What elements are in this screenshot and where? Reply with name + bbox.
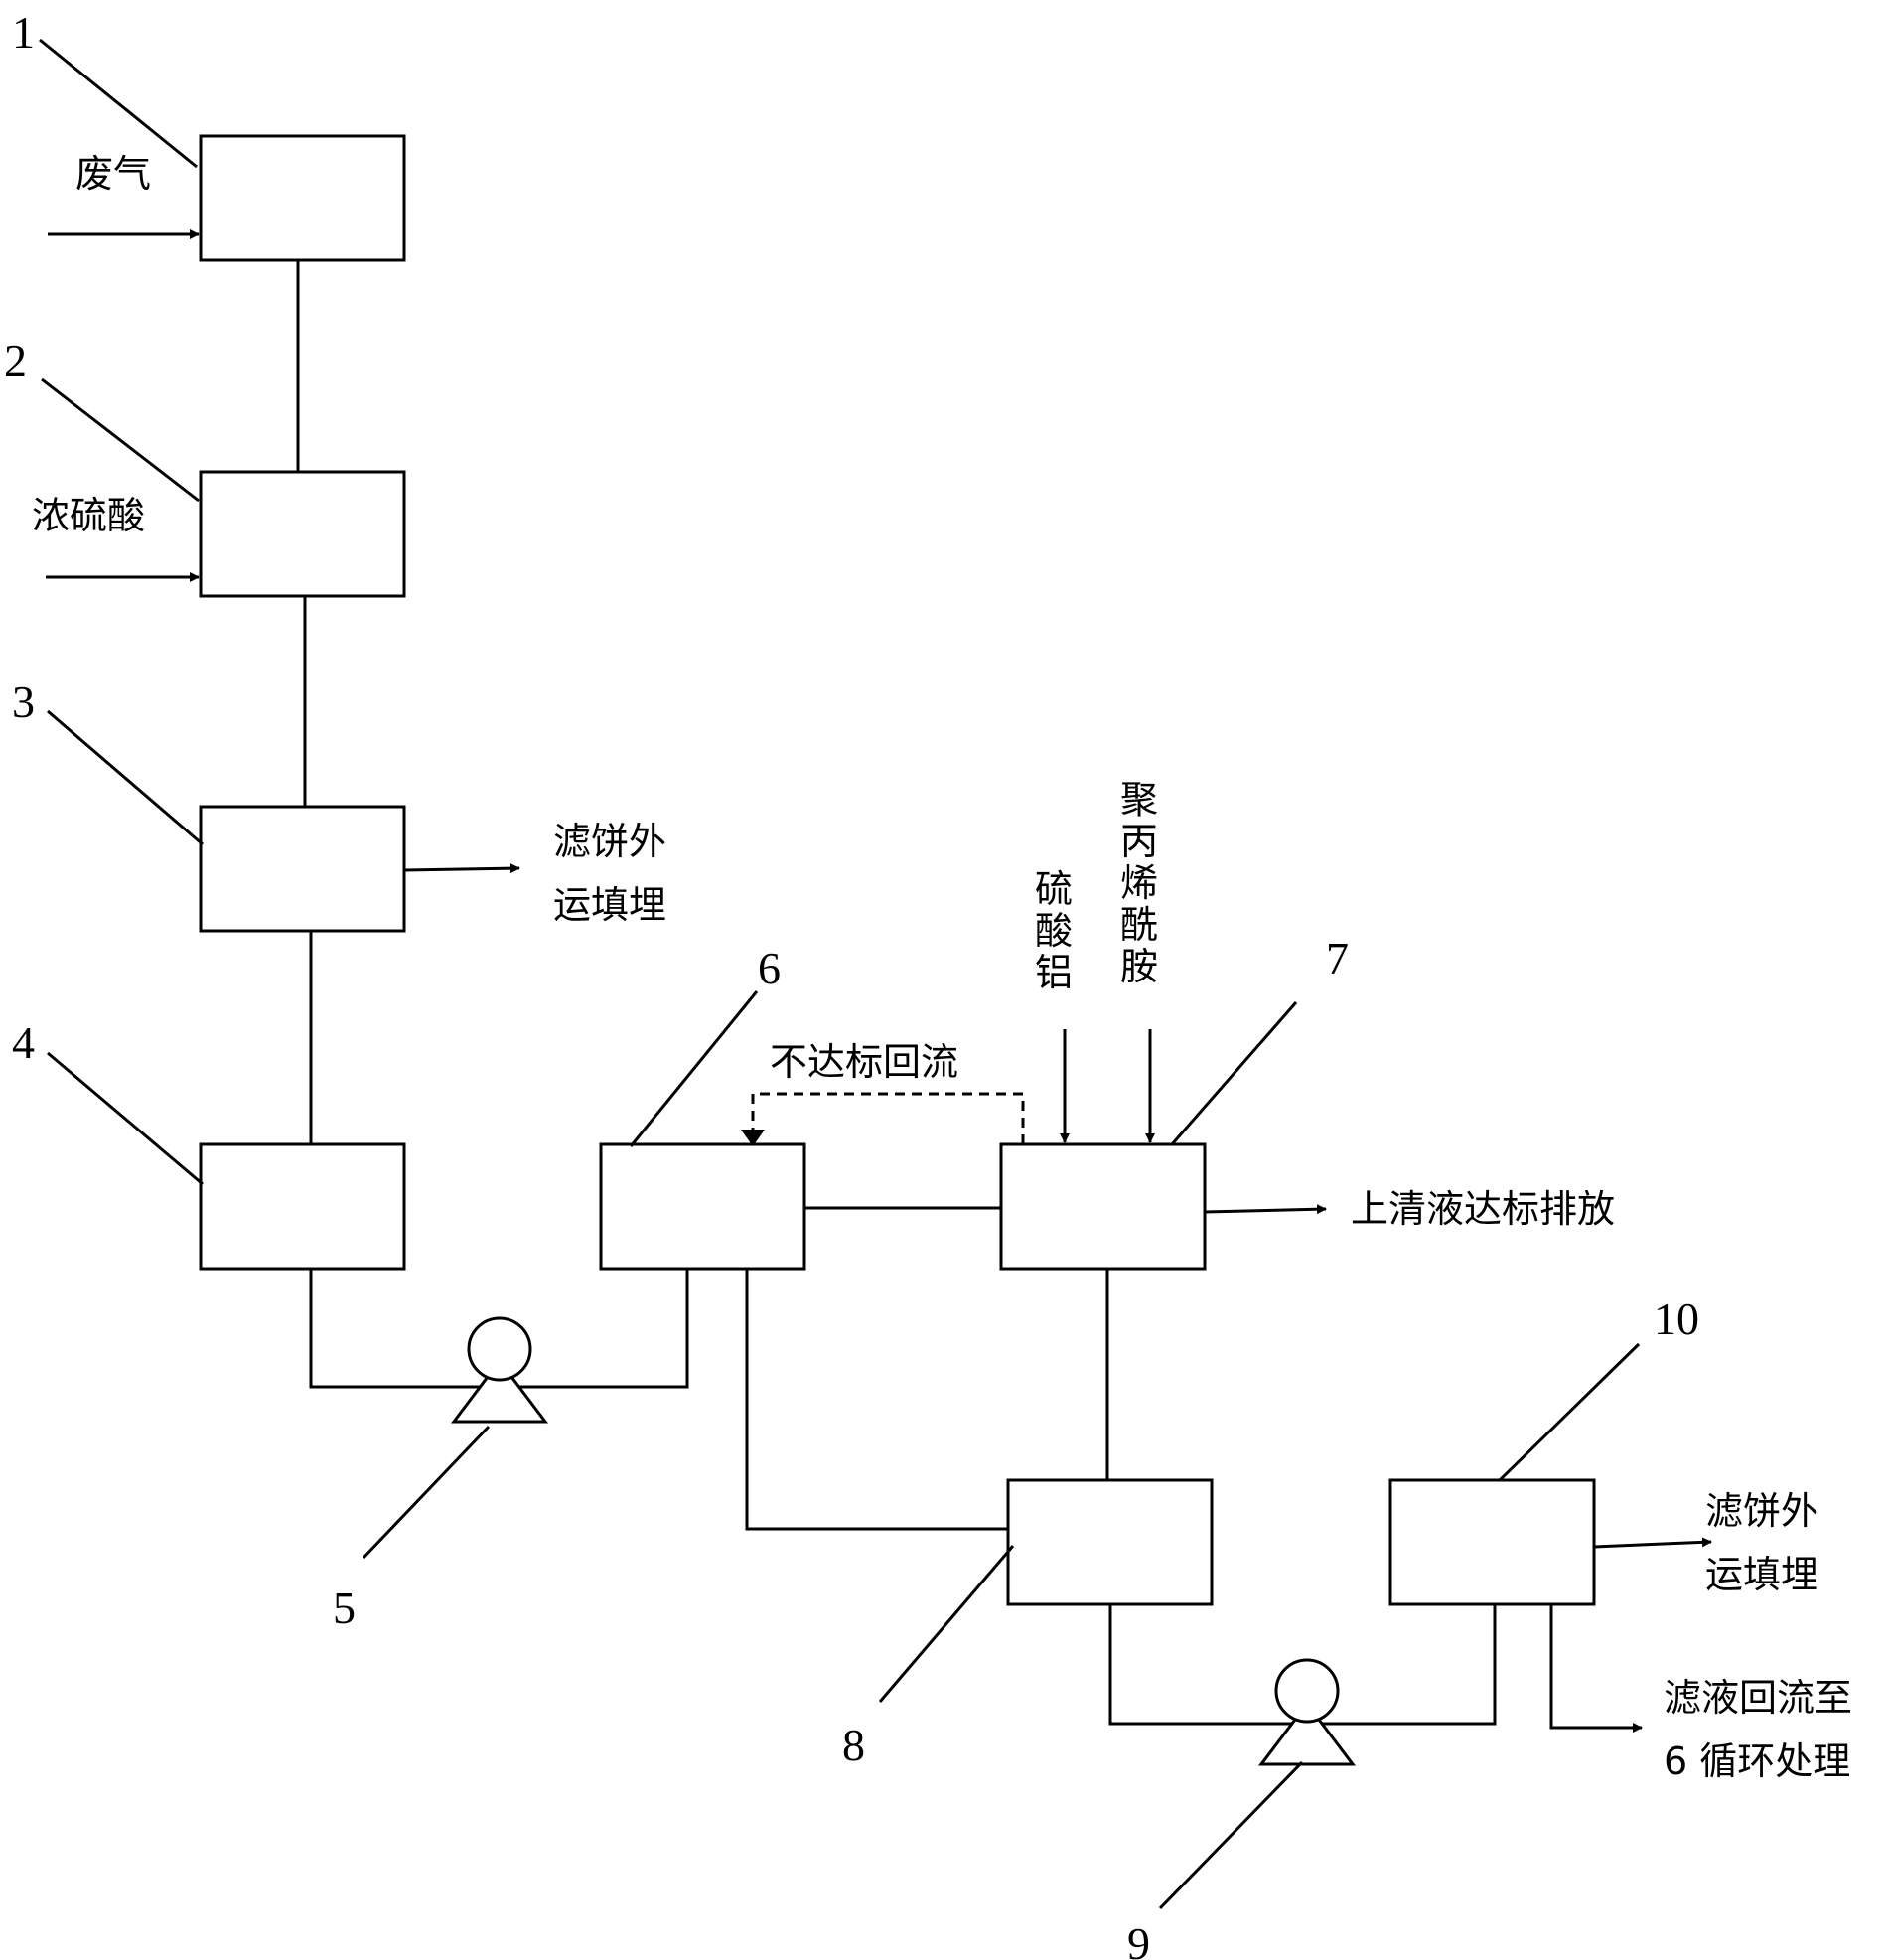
svg-text:酰: 酰 [1120, 903, 1158, 947]
svg-text:铝: 铝 [1035, 951, 1073, 994]
backflow-dashed-line [751, 1092, 1025, 1144]
label-filter-cake-2-line1: 滤饼外 [1705, 1489, 1818, 1533]
leader-8 [878, 1545, 1015, 1703]
leader-3 [47, 709, 204, 846]
label-filter-cake-1-line1: 滤饼外 [553, 820, 666, 863]
leader-9 [1158, 1760, 1304, 1910]
discharge-arrow [1204, 1204, 1327, 1215]
label-filter-cake-1-line2: 运填埋 [553, 883, 666, 927]
unit-box-7 [999, 1142, 1207, 1271]
svg-text:聚: 聚 [1120, 778, 1158, 822]
label-aluminum-sulfate: 硫 酸 铝 [1035, 867, 1073, 994]
number-5: 5 [333, 1583, 356, 1633]
filtrate-return-arrow [1549, 1604, 1643, 1733]
svg-text:烯: 烯 [1120, 861, 1158, 905]
unit-box-4 [199, 1142, 406, 1271]
unit-box-6 [599, 1142, 806, 1271]
number-2: 2 [4, 335, 27, 385]
pump-5 [450, 1316, 549, 1424]
svg-text:胺: 胺 [1120, 945, 1158, 988]
pipe-6-8 [745, 1269, 1008, 1531]
unit-box-1 [199, 134, 406, 262]
number-6: 6 [758, 943, 781, 993]
svg-text:硫: 硫 [1035, 867, 1073, 911]
unit-box-3 [199, 805, 406, 933]
unit-box-8 [1006, 1478, 1214, 1606]
label-polyacrylamide: 聚 丙 烯 酰 胺 [1120, 778, 1158, 988]
number-1: 1 [12, 7, 35, 58]
label-filtrate-return-line2: 6 循环处理 [1664, 1739, 1850, 1783]
number-10: 10 [1654, 1293, 1699, 1344]
label-conc-sulfuric-acid: 浓硫酸 [32, 494, 145, 537]
leader-5 [362, 1425, 491, 1560]
filter-cake-arrow-2 [1593, 1537, 1712, 1549]
label-waste-gas: 废气 [75, 152, 151, 196]
number-3: 3 [12, 677, 35, 727]
svg-text:酸: 酸 [1035, 909, 1073, 953]
label-supernatant-discharge: 上清液达标排放 [1351, 1187, 1615, 1231]
filter-cake-arrow-1 [403, 863, 520, 874]
leader-4 [47, 1051, 204, 1186]
svg-text:丙: 丙 [1120, 820, 1158, 863]
leader-6 [629, 990, 759, 1147]
number-7: 7 [1326, 933, 1349, 983]
label-filtrate-return-line1: 滤液回流至 [1664, 1676, 1852, 1720]
pump-9 [1257, 1658, 1357, 1766]
leader-10 [1498, 1342, 1641, 1482]
number-9: 9 [1127, 1918, 1150, 1960]
unit-box-2 [199, 470, 406, 598]
number-4: 4 [12, 1017, 35, 1068]
leader-2 [41, 377, 200, 503]
leader-1 [39, 38, 198, 169]
unit-box-10 [1388, 1478, 1596, 1606]
label-backflow: 不达标回流 [770, 1040, 958, 1084]
label-filter-cake-2-line2: 运填埋 [1705, 1553, 1818, 1596]
number-8: 8 [842, 1720, 865, 1770]
leader-7 [1170, 1001, 1298, 1145]
